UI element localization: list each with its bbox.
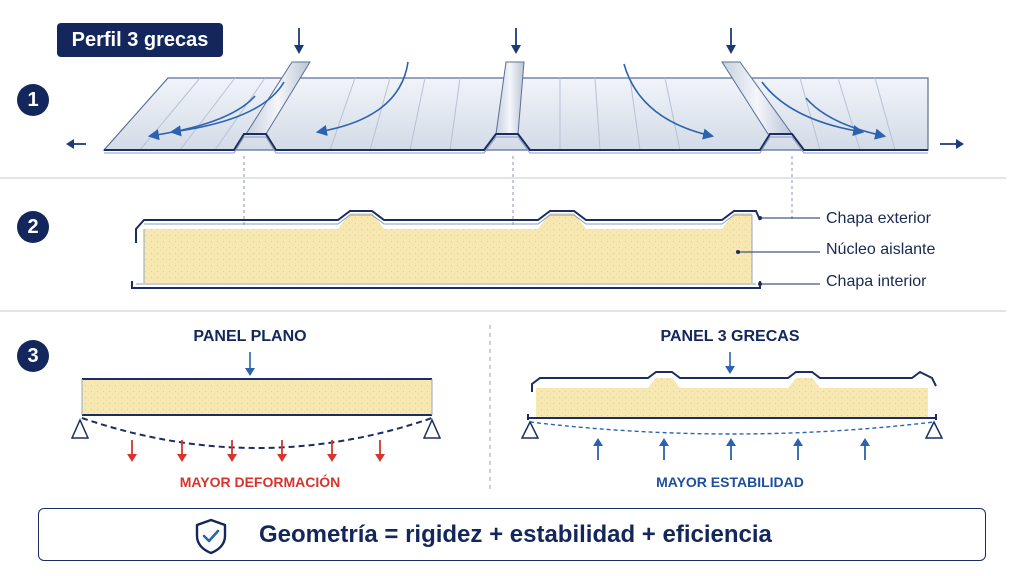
step-badge-3: 3	[17, 340, 49, 372]
support-left-icon	[520, 420, 540, 439]
label-nucleo-aislante: Núcleo aislante	[826, 241, 936, 258]
step-badge-2: 2	[17, 211, 49, 243]
support-right-icon	[422, 418, 442, 439]
label-chapa-exterior: Chapa exterior	[826, 210, 931, 227]
side-arrow-icon	[66, 139, 964, 149]
grecas-panel-title: PANEL 3 GRECAS	[660, 328, 800, 345]
grecas-load-arrow-icon	[725, 352, 735, 374]
support-left-icon	[70, 418, 90, 439]
grecas-panel-result: MAYOR ESTABILIDAD	[656, 474, 804, 490]
step-badge-1: 1	[17, 84, 49, 116]
deformation-arrows	[127, 440, 385, 462]
sandwich-cross-section	[131, 210, 820, 289]
summary-text: Geometría = rigidez + estabilidad + efic…	[259, 521, 772, 548]
stability-arrows	[593, 438, 870, 460]
flat-panel-title: PANEL PLANO	[193, 328, 307, 345]
flat-panel-diagram	[70, 352, 442, 462]
summary-box: Geometría = rigidez + estabilidad + efic…	[38, 508, 986, 561]
corrugated-sheet-3d	[66, 28, 964, 226]
label-chapa-interior: Chapa interior	[826, 273, 927, 290]
flat-load-arrow-icon	[245, 352, 255, 376]
load-arrow-icon	[294, 28, 736, 54]
flat-panel-result: MAYOR DEFORMACIÓN	[179, 474, 341, 490]
shield-check-icon	[195, 518, 227, 555]
grecas-panel-diagram	[520, 352, 944, 460]
support-right-icon	[924, 420, 944, 439]
diagram-title: Perfil 3 grecas	[57, 23, 223, 57]
